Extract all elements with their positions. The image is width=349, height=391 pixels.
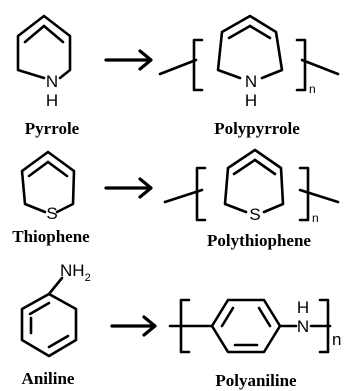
pyrrole-label: Pyrrole xyxy=(25,119,80,138)
polypyrrole-n-atom: N xyxy=(245,72,257,91)
aniline-nh-text: NH xyxy=(60,261,85,280)
polythiophene-structure: S n xyxy=(163,148,340,225)
thiophene-structure: S xyxy=(20,150,76,223)
polypyrrole-label: Polypyrrole xyxy=(214,119,300,138)
reaction-arrow-3 xyxy=(110,315,157,337)
pyrrole-structure: N H xyxy=(16,14,72,110)
repeat-index-n-3: n xyxy=(332,330,341,349)
right-bracket xyxy=(295,38,307,92)
polythiophene-s-atom: S xyxy=(249,205,260,224)
polythiophene-label: Polythiophene xyxy=(207,231,311,250)
right-bracket-2 xyxy=(298,166,310,222)
pyrrole-n-atom: N xyxy=(46,72,58,91)
repeat-index-n-2: n xyxy=(312,211,319,225)
aniline-label: Aniline xyxy=(22,369,75,388)
repeat-index-n: n xyxy=(309,82,316,96)
left-bracket xyxy=(192,38,204,92)
polyaniline-h-atom: H xyxy=(297,298,309,317)
left-bracket-2 xyxy=(195,166,207,222)
thiophene-s-atom: S xyxy=(46,204,57,223)
reaction-arrow-2 xyxy=(104,177,153,199)
polyaniline-label: Polyaniline xyxy=(215,371,297,390)
aniline-structure: NH2 xyxy=(20,261,91,358)
left-bracket-3 xyxy=(179,298,191,354)
polyaniline-n-atom: N xyxy=(297,317,309,336)
thiophene-label: Thiophene xyxy=(12,227,90,246)
pyrrole-h-atom: H xyxy=(46,91,58,110)
right-bracket-3 xyxy=(318,298,330,354)
aniline-nh-group: NH2 xyxy=(60,261,91,284)
polypyrrole-h-atom: H xyxy=(245,91,257,110)
aniline-nh-subscript: 2 xyxy=(85,272,91,284)
polypyrrole-structure: N H n xyxy=(158,14,340,110)
reaction-arrow-1 xyxy=(104,49,153,71)
polyaniline-structure: N H n xyxy=(168,298,341,354)
